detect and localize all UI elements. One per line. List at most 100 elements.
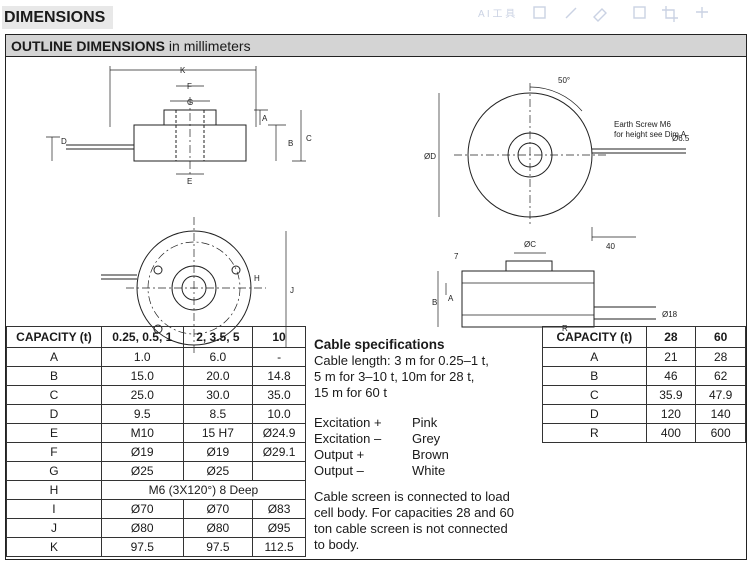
label-7: 7 [454,252,459,261]
outline-title-rest: in millimeters [165,38,251,54]
label-J: J [290,286,294,295]
table-cell: I [6,499,102,519]
table-cell: A [542,347,647,367]
table-cell: 400 [645,423,697,443]
table-cell: 112.5 [252,537,306,557]
table-header-cell: 28 [645,326,697,348]
table-header-cell: CAPACITY (t) [6,326,102,348]
table-header-cell: 2, 3.5, 5 [182,326,254,348]
outline-frame: OUTLINE DIMENSIONS in millimeters [5,34,747,560]
signal-row: Output +Brown [314,447,449,462]
table-header-cell: 0.25, 0.5, 1 [100,326,184,348]
dim-40 [591,227,636,241]
label-H: H [254,274,260,283]
eraser-icon [593,8,607,22]
table-cell: B [6,366,102,386]
table-cell: 6.0 [182,347,254,367]
cable-screen-2: cell body. For capacities 28 and 60 [314,505,514,520]
table-cell: Ø19 [100,442,184,462]
table-cell: M10 [100,423,184,443]
label-B2: B [432,298,437,307]
table-cell: Ø80 [182,518,254,538]
table-cell: 15.0 [100,366,184,386]
technical-drawing: K F G A B C D E H J 50° Earth Screw M6 f… [46,66,690,355]
table-cell: Ø80 [100,518,184,538]
section-heading: DIMENSIONS [2,6,113,29]
table-cell: 9.5 [100,404,184,424]
table-cell: 15 H7 [182,423,254,443]
label-A2: A [448,294,454,303]
table-cell: 14.8 [252,366,306,386]
table-cell: C [6,385,102,405]
plan-hole-2 [231,265,241,275]
table-cell: 140 [695,404,746,424]
cable-screen-4: to body. [314,537,360,552]
label-C: C [306,134,312,143]
label-A: A [262,114,268,123]
dim-B [268,124,286,161]
label-earth1: Earth Screw M6 [614,120,671,129]
cable-left [66,144,134,150]
table-cell: H [6,480,102,500]
label-B: B [288,139,293,148]
label-earth2: for height see Dim A [614,130,687,139]
table-cell: F [6,442,102,462]
tool-icon [696,7,708,18]
table-cell: D [542,404,647,424]
table-cell: R [542,423,647,443]
plan-cable [101,274,137,280]
table-cell: 28 [695,347,746,367]
table-cell: 97.5 [182,537,254,557]
table-cell: 35.9 [645,385,697,405]
dim-A [254,109,268,125]
table-cell: 120 [645,404,697,424]
table-cell: C [542,385,647,405]
cable-screen-3: ton cable screen is not connected [314,521,508,536]
table-cell: Ø70 [100,499,184,519]
section-body [461,270,595,328]
table-cell: K [6,537,102,557]
table-cell: 10.0 [252,404,306,424]
table-cell: 600 [695,423,746,443]
cable-length-1: Cable length: 3 m for 0.25–1 t, [314,353,489,368]
label-d65: Ø6.5 [672,134,690,143]
outline-title-bold: OUTLINE DIMENSIONS [11,38,166,54]
label-D: D [61,137,67,146]
label-K: K [180,66,186,75]
table-cell: 8.5 [182,404,254,424]
label-40: 40 [606,242,615,251]
label-E: E [187,177,192,186]
table-cell: 35.0 [252,385,306,405]
angle-arc [529,86,583,112]
table-cell: 30.0 [182,385,254,405]
table-cell: 47.9 [695,385,746,405]
crop-icon [662,6,678,22]
dim-C [292,110,306,162]
table-cell: 20.0 [182,366,254,386]
cable-specifications: Cable specifications Cable length: 3 m f… [314,337,540,553]
table-cell: 1.0 [100,347,184,367]
table-cell: J [6,518,102,538]
side-view-bore [175,110,205,161]
table-cell [252,461,306,481]
section-lines [462,282,594,316]
table-cell: 62 [695,366,746,386]
table-cell: Ø24.9 [252,423,306,443]
table-header-cell: 10 [252,326,306,348]
faded-toolbar: A I 工 具 [478,6,708,22]
table-cell: 46 [645,366,697,386]
